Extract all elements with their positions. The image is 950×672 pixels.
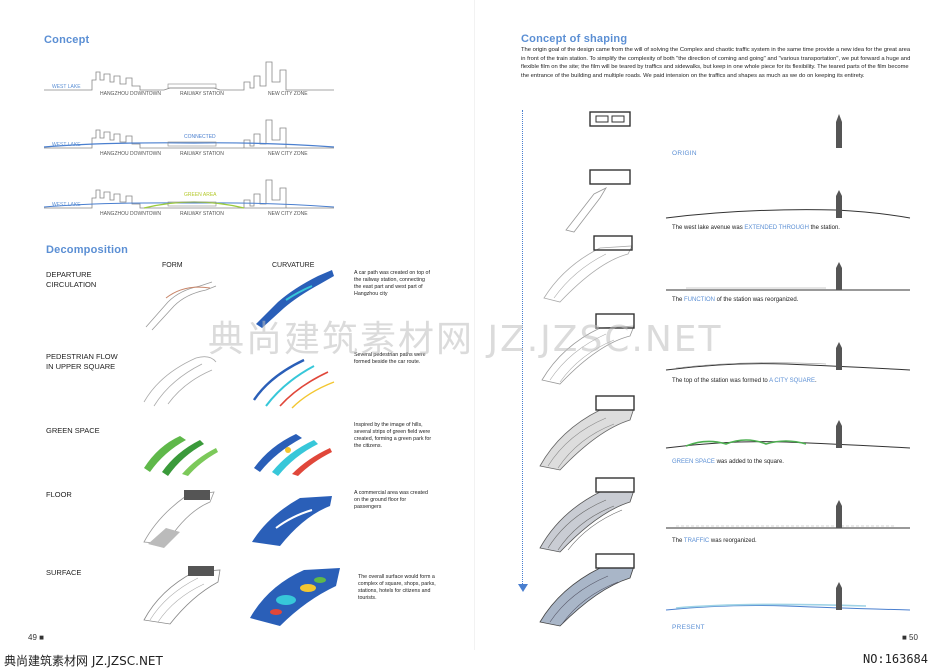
decomposition-heading: Decomposition [46,244,129,256]
concept-1-westlake: WEST LAKE [52,84,81,90]
present-label: PRESENT [672,624,705,631]
shaping-heading: Concept of shaping [521,33,628,45]
departure-form-drawing [145,281,217,331]
green-form-drawing [144,436,218,476]
concept-1-label-newcity: NEW CITY ZONE [268,91,308,97]
section-4 [665,420,911,449]
progression-arrow-head [518,584,528,592]
concept-2-label-station: RAILWAY STATION [180,151,224,157]
section-2 [666,262,910,291]
left-page: Concept WEST LAKE HANGZHOU DOWNTOWN RAIL… [28,34,436,642]
concept-skyline-3 [43,179,335,209]
row-desc-pedestrian: Several pedestrian paths were formed bes… [354,352,426,365]
departure-curvature-drawing [256,270,334,328]
page-number-left: 49 ■ [28,633,44,642]
origin-tower-icon [836,114,842,148]
row-desc-green: Inspired by the image of hills, several … [354,422,432,449]
origin-label: ORIGIN [672,150,697,157]
row-label-floor: FLOOR [46,490,72,499]
concept-heading: Concept [44,34,90,46]
concept-skyline-2 [43,119,335,149]
floor-form-drawing [143,490,215,548]
section-1 [665,190,911,219]
concept-1-label-station: RAILWAY STATION [180,91,224,97]
progression-arrow-line [522,110,523,586]
pedestrian-form-drawing [143,356,217,407]
section-present [665,582,911,611]
stage-4-axon [541,313,635,385]
right-page [475,0,950,672]
floor-curvature-drawing [252,496,332,546]
column-form: FORM [162,262,183,269]
concept-3-label-station: RAILWAY STATION [180,211,224,217]
concept-3-label-downtown: HANGZHOU DOWNTOWN [100,211,162,217]
stage-7-axon [539,553,635,627]
concept-2-westlake: WEST LAKE [52,142,81,148]
watermark: 典尚建筑素材网 JZ.JZSC.NET [208,319,723,360]
row-label-departure: DEPARTURE CIRCULATION [46,270,97,289]
caption-3: The top of the station was formed to A C… [672,378,817,384]
concept-3-label-newcity: NEW CITY ZONE [268,211,308,217]
concept-2-label-newcity: NEW CITY ZONE [268,151,308,157]
stage-2-axon [565,169,631,233]
caption-1: The west lake avenue was EXTENDED THROUG… [672,225,840,231]
concept-2-label-downtown: HANGZHOU DOWNTOWN [100,151,162,157]
caption-2: The FUNCTION of the station was reorgani… [672,297,799,303]
surface-curvature-drawing [250,568,340,626]
surface-form-drawing [143,566,221,625]
row-label-pedestrian: PEDESTRIAN FLOW IN UPPER SQUARE [46,352,118,371]
row-desc-departure: A car path was created on top of the rai… [354,270,430,297]
stage-3-axon [543,235,633,303]
concept-1-label-downtown: HANGZHOU DOWNTOWN [100,91,162,97]
row-desc-surface: The overall surface would form a complex… [358,574,436,601]
footer-site-text: 典尚建筑素材网 JZ.JZSC.NET [4,654,163,668]
row-label-green: GREEN SPACE [46,426,100,435]
stage-5-axon [539,395,635,471]
footer-bar [0,650,950,672]
page-number-right: ■ 50 [902,633,918,642]
shaping-intro: The origin goal of the design came from … [521,47,911,79]
section-5 [666,500,910,529]
pedestrian-curvature-drawing [253,358,335,409]
caption-5: The TRAFFIC was reorganized. [672,538,757,544]
caption-4: GREEN SPACE was added to the square. [672,459,784,465]
concept-3-connect-label: GREEN AREA [184,192,217,198]
column-curvature: CURVATURE [272,262,315,269]
footer-id-text: NO:163684 [862,652,928,666]
stage-6-axon [539,477,635,553]
concept-skyline-1 [44,61,334,91]
stage-1-axon [589,111,631,127]
green-curvature-drawing [254,434,332,476]
concept-2-connect-label: CONNECTED [184,134,216,140]
concept-3-westlake: WEST LAKE [52,202,81,208]
section-3 [665,342,911,371]
row-label-surface: SURFACE [46,568,82,577]
row-desc-floor: A commercial area was created on the gro… [354,490,428,510]
